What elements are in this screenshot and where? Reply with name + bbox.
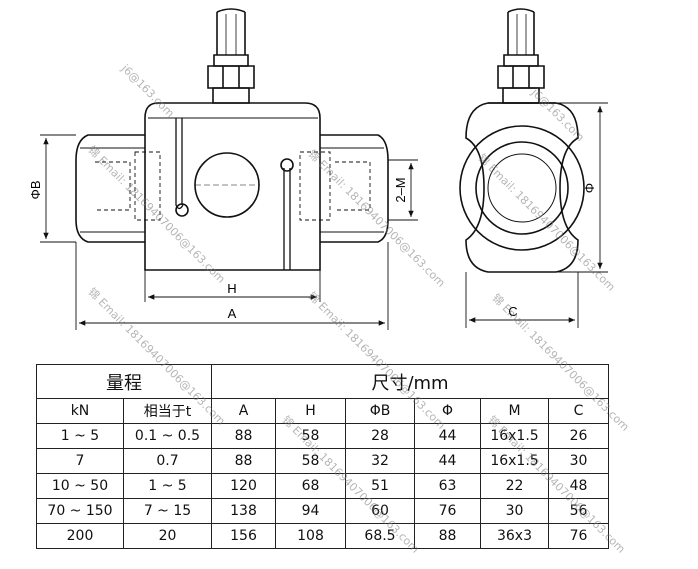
table-cell: 76: [547, 523, 610, 549]
front-view: [75, 8, 389, 271]
dim-c-label: C: [508, 304, 517, 319]
table-cell: 138: [211, 498, 276, 524]
table-row: 10 ~ 50 1 ~ 5 120 68 51 63 22 48: [36, 473, 610, 499]
table-cell: 68.5: [345, 523, 415, 549]
table-cell: 0.7: [123, 448, 212, 474]
col-header-a: A: [211, 398, 276, 424]
table-cell: 63: [414, 473, 481, 499]
side-body: [459, 102, 585, 273]
table-cell: 32: [345, 448, 415, 474]
table-cell: 7 ~ 15: [123, 498, 212, 524]
table-cell: 76: [414, 498, 481, 524]
table-cell: 58: [275, 448, 346, 474]
table-cell: 70 ~ 150: [36, 498, 124, 524]
table-row: 7 0.7 88 58 32 44 16x1.5 30: [36, 448, 610, 474]
table-cell: 51: [345, 473, 415, 499]
table-cell: 88: [211, 423, 276, 449]
table-cell: 1 ~ 5: [123, 473, 212, 499]
col-header-phi-b: ΦB: [345, 398, 415, 424]
cable: [216, 8, 246, 55]
table-cell: 88: [211, 448, 276, 474]
side-view: [459, 8, 585, 273]
table-cell: 16x1.5: [480, 423, 549, 449]
dim-a-label: A: [228, 306, 237, 321]
table-cell: 16x1.5: [480, 448, 549, 474]
table-cell: 26: [547, 423, 610, 449]
table-cell: 68: [275, 473, 346, 499]
cable-gland: [207, 54, 255, 104]
range-group-header: 量程: [36, 364, 212, 399]
col-header-phi: Φ: [414, 398, 481, 424]
table-cell: 88: [414, 523, 481, 549]
table-cell: 94: [275, 498, 346, 524]
side-cable-gland: [497, 54, 545, 104]
table-cell: 20: [123, 523, 212, 549]
table-cell: 56: [547, 498, 610, 524]
table-cell: 36x3: [480, 523, 549, 549]
table-cell: 22: [480, 473, 549, 499]
side-cable: [507, 8, 535, 55]
dimension-table: 量程 尺寸/mm kN 相当于t A H ΦB Φ M C 1 ~ 5 0.1 …: [36, 364, 610, 549]
table-cell: 7: [36, 448, 124, 474]
table-cell: 10 ~ 50: [36, 473, 124, 499]
table-cell: 48: [547, 473, 610, 499]
dimensions-group-header: 尺寸/mm: [210, 364, 610, 399]
table-cell: 108: [275, 523, 346, 549]
table-row: 1 ~ 5 0.1 ~ 0.5 88 58 28 44 16x1.5 26: [36, 423, 610, 449]
table-cell: 44: [414, 423, 481, 449]
dim-2m-label: 2–M: [393, 177, 408, 202]
col-header-kn: kN: [36, 398, 124, 424]
table-cell: 28: [345, 423, 415, 449]
col-header-tons: 相当于t: [123, 398, 212, 424]
table-cell: 156: [211, 523, 276, 549]
table-row: 70 ~ 150 7 ~ 15 138 94 60 76 30 56: [36, 498, 610, 524]
table-cell: 30: [547, 448, 610, 474]
main-body: [144, 102, 321, 271]
col-header-m: M: [480, 398, 549, 424]
table-cell: 1 ~ 5: [36, 423, 124, 449]
table-cell: 0.1 ~ 0.5: [123, 423, 212, 449]
right-stud: [299, 134, 389, 243]
table-cell: 44: [414, 448, 481, 474]
table-cell: 200: [36, 523, 124, 549]
col-header-h: H: [275, 398, 346, 424]
table-cell: 58: [275, 423, 346, 449]
dim-h-label: H: [227, 281, 236, 296]
dim-phi-label: Φ: [582, 183, 597, 193]
table-cell: 30: [480, 498, 549, 524]
table-cell: 60: [345, 498, 415, 524]
col-header-c: C: [547, 398, 610, 424]
table-column-header-row: kN 相当于t A H ΦB Φ M C: [36, 398, 610, 424]
front-dimensions: [40, 134, 418, 330]
table-cell: 120: [211, 473, 276, 499]
table-row: 200 20 156 108 68.5 88 36x3 76: [36, 523, 610, 549]
table-group-header-row: 量程 尺寸/mm: [36, 364, 610, 399]
dim-phi-b-label: ΦB: [28, 180, 43, 199]
side-dimensions: [465, 102, 608, 328]
left-stud: [75, 134, 161, 243]
